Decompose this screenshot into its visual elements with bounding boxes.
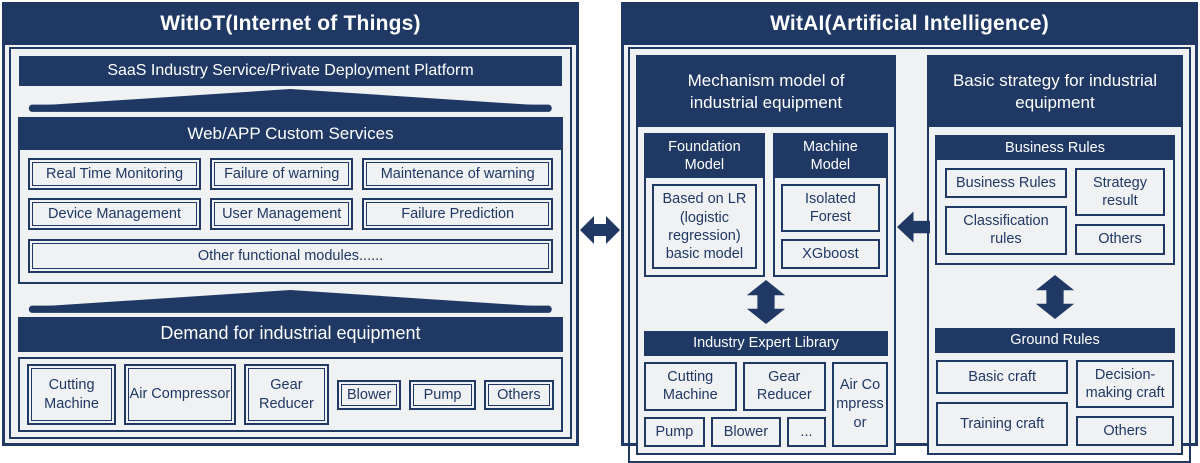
expert-library-equipment-grid: Cutting Machine Gear Reducer Pump Blower… (644, 362, 888, 447)
model-columns: Foundation Model Based on LR (logistic r… (644, 133, 888, 278)
equipment-air-compressor: Air Compressor (124, 364, 236, 425)
expert-gear-reducer: Gear Reducer (742, 362, 826, 411)
equipment-list-box: Cutting Machine Air Compressor Gear Redu… (18, 357, 563, 432)
business-rules-col-2: Strategy result Others (1074, 168, 1165, 255)
double-arrow-vertical-icon (1035, 274, 1075, 319)
machine-model-column: Machine Model Isolated Forest XGboost (772, 133, 888, 278)
module-other-functional: Other functional modules...... (28, 239, 553, 273)
basic-craft-cell: Basic craft (936, 359, 1069, 394)
expert-equipment-row-1: Cutting Machine Gear Reducer (644, 362, 826, 411)
witiot-panel: WitIoT(Internet of Things) SaaS Industry… (2, 2, 579, 446)
xgboost-box: XGboost (780, 239, 880, 270)
equipment-blower: Blower (337, 379, 402, 410)
witai-panel: WitAI(Artificial Intelligence) Mechanism… (621, 2, 1198, 463)
mechanism-model-content: Foundation Model Based on LR (logistic r… (638, 127, 894, 453)
foundation-model-body: Based on LR (logistic regression) basic … (646, 178, 763, 275)
business-rules-grid: Business Rules Classification rules Stra… (937, 160, 1173, 262)
left-arrow-icon (897, 211, 930, 243)
mechanism-model-panel: Mechanism model of industrial equipment … (636, 55, 896, 455)
module-user-management: User Management (210, 198, 354, 230)
module-failure-prediction: Failure Prediction (362, 198, 553, 230)
training-craft-cell: Training craft (936, 401, 1069, 446)
expert-cutting-machine: Cutting Machine (644, 362, 737, 411)
mechanism-model-header: Mechanism model of industrial equipment (638, 57, 894, 128)
expert-equipment-row-2: Pump Blower ... (644, 416, 826, 447)
strategy-result-cell: Strategy result (1074, 168, 1165, 217)
foundation-model-header: Foundation Model (646, 135, 763, 178)
module-device-management: Device Management (28, 198, 202, 230)
ground-others-cell: Others (1076, 415, 1174, 446)
expert-ellipsis: ... (786, 416, 826, 447)
machine-model-header: Machine Model (774, 135, 886, 178)
module-failure-of-warning: Failure of warning (210, 158, 354, 190)
modules-row-1: Real Time Monitoring Failure of warning … (28, 158, 553, 190)
basic-strategy-header: Basic strategy for industrial equipment (929, 57, 1181, 128)
ground-rules-col-2: Decision-making craft Others (1076, 359, 1174, 446)
business-rules-cell: Business Rules (945, 168, 1067, 199)
foundation-model-column: Foundation Model Based on LR (logistic r… (644, 133, 765, 278)
isolated-forest-box: Isolated Forest (780, 183, 880, 233)
business-rules-col-1: Business Rules Classification rules (945, 168, 1067, 255)
webapp-services-box: Web/APP Custom Services Real Time Monito… (18, 117, 563, 284)
mechanism-arrow-wrap (644, 280, 888, 329)
business-rules-box: Business Rules Business Rules Classifica… (935, 135, 1175, 265)
basic-strategy-panel: Basic strategy for industrial equipment … (927, 55, 1183, 455)
module-real-time-monitoring: Real Time Monitoring (28, 158, 202, 190)
witiot-title: WitIoT(Internet of Things) (5, 5, 576, 45)
equipment-cutting-machine: Cutting Machine (27, 364, 117, 425)
upward-triangle-icon (28, 290, 552, 313)
double-arrow-vertical-icon (746, 280, 786, 325)
modules-row-2: Device Management User Management Failur… (28, 198, 553, 230)
expert-equipment-left: Cutting Machine Gear Reducer Pump Blower… (644, 362, 826, 447)
business-rules-bar: Business Rules (937, 137, 1173, 161)
industry-expert-library-bar: Industry Expert Library (644, 331, 888, 357)
upward-triangle-icon (28, 89, 552, 112)
equipment-pump: Pump (409, 379, 476, 410)
expert-air-compressor: Air Compressor (832, 362, 888, 447)
modules-row-3: Other functional modules...... (28, 239, 553, 273)
witai-body: Mechanism model of industrial equipment … (628, 47, 1191, 463)
witiot-body: SaaS Industry Service/Private Deployment… (9, 47, 572, 439)
lr-basic-model-box: Based on LR (logistic regression) basic … (652, 183, 757, 270)
strategy-arrow-wrap (935, 274, 1175, 324)
ground-rules-grid: Basic craft Training craft Decision-maki… (935, 353, 1175, 447)
ground-rules-col-1: Basic craft Training craft (936, 359, 1069, 446)
saas-platform-bar: SaaS Industry Service/Private Deployment… (19, 56, 562, 86)
double-arrow-horizontal-icon (580, 216, 620, 244)
equipment-gear-reducer: Gear Reducer (243, 364, 330, 425)
demand-equipment-bar: Demand for industrial equipment (18, 317, 563, 352)
classification-rules-cell: Classification rules (945, 206, 1067, 255)
others-cell: Others (1074, 224, 1165, 255)
module-maintenance-of-warning: Maintenance of warning (362, 158, 553, 190)
machine-model-body: Isolated Forest XGboost (775, 178, 886, 275)
ground-rules-bar: Ground Rules (935, 327, 1175, 353)
equipment-others: Others (483, 379, 555, 410)
witai-title: WitAI(Artificial Intelligence) (624, 5, 1195, 45)
webapp-services-header: Web/APP Custom Services (20, 119, 561, 150)
expert-blower: Blower (710, 416, 781, 447)
decision-making-craft-cell: Decision-making craft (1076, 359, 1174, 408)
expert-pump: Pump (644, 416, 705, 447)
basic-strategy-content: Business Rules Business Rules Classifica… (929, 127, 1181, 453)
